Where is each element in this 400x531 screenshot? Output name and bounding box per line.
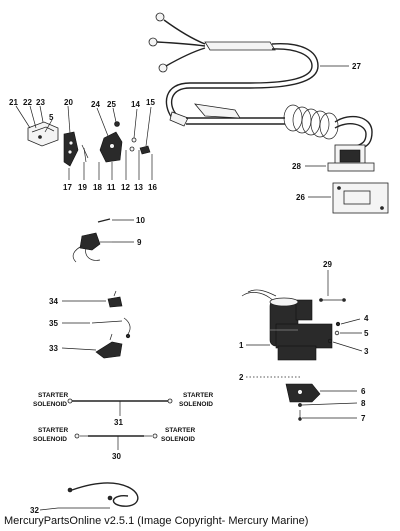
callout-27: 27 bbox=[352, 62, 361, 71]
callout-10: 10 bbox=[136, 216, 145, 225]
callout-32: 32 bbox=[30, 506, 39, 515]
callout-15: 15 bbox=[146, 98, 155, 107]
terminal-bracket-part-21[interactable] bbox=[27, 121, 59, 147]
callout-7: 7 bbox=[361, 414, 366, 423]
switch-body-part-17[interactable] bbox=[63, 131, 79, 167]
callout-28: 28 bbox=[292, 162, 301, 171]
solenoid-label-bottom-left: SOLENOID bbox=[33, 436, 67, 443]
starter-label-top-right: STARTER bbox=[183, 392, 214, 399]
wiring-harness-part-27[interactable] bbox=[148, 12, 373, 149]
bracket-part-33[interactable] bbox=[95, 333, 123, 359]
copyright-caption: MercuryPartsOnline v2.5.1 (Image Copyrig… bbox=[4, 515, 309, 527]
fittings-parts-3-5 bbox=[327, 321, 341, 344]
switch-harness-part-9[interactable] bbox=[72, 232, 112, 263]
callout-22: 22 bbox=[23, 98, 32, 107]
starter-cable-part-30[interactable] bbox=[74, 433, 158, 439]
callout-1: 1 bbox=[239, 341, 244, 350]
callout-25: 25 bbox=[107, 100, 116, 109]
callout-13: 13 bbox=[134, 183, 143, 192]
callout-19: 19 bbox=[78, 183, 87, 192]
solenoid-labels: STARTER SOLENOID STARTER SOLENOID STARTE… bbox=[33, 392, 214, 443]
cable-part-32[interactable] bbox=[58, 482, 139, 509]
callout-24: 24 bbox=[91, 100, 100, 109]
callout-2: 2 bbox=[239, 373, 244, 382]
callout-17: 17 bbox=[63, 183, 72, 192]
callout-6: 6 bbox=[361, 387, 366, 396]
mounting-plate-part-26[interactable] bbox=[332, 182, 389, 214]
small-fittings-parts-7-8 bbox=[298, 403, 302, 421]
callout-18: 18 bbox=[93, 183, 102, 192]
leader-lines bbox=[15, 65, 363, 511]
callout-34: 34 bbox=[49, 297, 58, 306]
callout-33: 33 bbox=[49, 344, 58, 353]
small-hardware-parts-12-16 bbox=[81, 121, 151, 163]
callout-12: 12 bbox=[121, 183, 130, 192]
pump-motor-part-1[interactable] bbox=[241, 289, 333, 361]
callout-5-left: 5 bbox=[49, 113, 54, 122]
callout-numbers: 27 28 26 21 22 23 5 20 24 25 14 15 17 19… bbox=[9, 62, 369, 515]
callout-16: 16 bbox=[148, 183, 157, 192]
terminal-part-34[interactable] bbox=[107, 290, 123, 308]
pin-part-29[interactable] bbox=[319, 298, 346, 302]
callout-5: 5 bbox=[364, 329, 369, 338]
callout-21: 21 bbox=[9, 98, 18, 107]
callout-8: 8 bbox=[361, 399, 366, 408]
callout-30: 30 bbox=[112, 452, 121, 461]
starter-label-top-left: STARTER bbox=[38, 392, 69, 399]
connector-part-28[interactable] bbox=[327, 144, 375, 172]
callout-11: 11 bbox=[107, 183, 116, 192]
callout-14: 14 bbox=[131, 100, 140, 109]
solenoid-label-bottom-right: SOLENOID bbox=[161, 436, 195, 443]
callout-23: 23 bbox=[36, 98, 45, 107]
callout-3: 3 bbox=[364, 347, 369, 356]
coiled-cable bbox=[283, 104, 339, 140]
callout-4: 4 bbox=[364, 314, 369, 323]
starter-label-bottom-left: STARTER bbox=[38, 427, 69, 434]
solenoid-label-top-left: SOLENOID bbox=[33, 401, 67, 408]
callout-20: 20 bbox=[64, 98, 73, 107]
solenoid-label-top-right: SOLENOID bbox=[179, 401, 213, 408]
switch-part-11[interactable] bbox=[99, 131, 123, 163]
callout-31: 31 bbox=[114, 418, 123, 427]
wire-part-35[interactable] bbox=[91, 317, 131, 339]
callout-29: 29 bbox=[323, 260, 332, 269]
callout-35: 35 bbox=[49, 319, 58, 328]
callout-26: 26 bbox=[296, 193, 305, 202]
starter-label-bottom-right: STARTER bbox=[165, 427, 196, 434]
callout-9: 9 bbox=[137, 238, 142, 247]
lead-part-10[interactable] bbox=[97, 218, 111, 223]
valve-block-part-6[interactable] bbox=[285, 383, 321, 403]
